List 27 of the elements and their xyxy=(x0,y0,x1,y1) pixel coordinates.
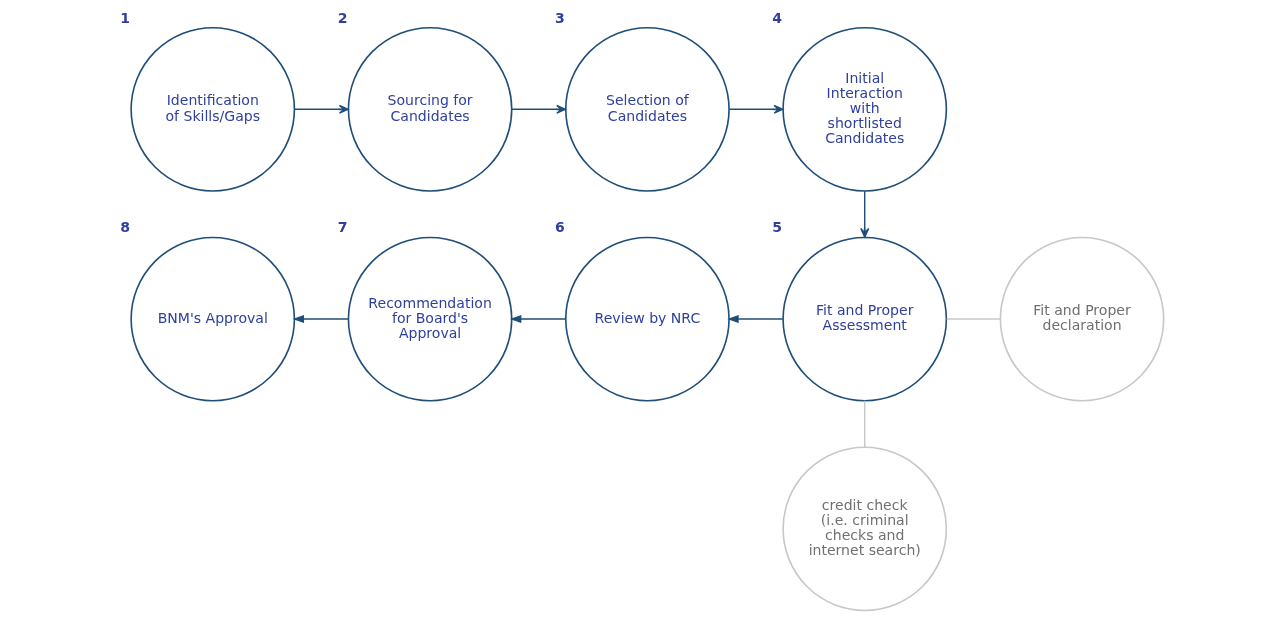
arrow xyxy=(726,315,783,324)
node-label: 2 xyxy=(337,9,347,26)
node-circle: Selection of Candidates xyxy=(564,26,730,192)
node-circle: Fit and Proper Assessment xyxy=(781,236,947,402)
arrow xyxy=(509,315,566,324)
arrow xyxy=(510,104,566,114)
node-circle: Fit and Proper declaration xyxy=(999,236,1164,402)
node-label: 1 xyxy=(119,9,130,26)
connector xyxy=(863,400,865,448)
node-label: 6 xyxy=(554,219,565,236)
node-circle: BNM's Approval xyxy=(129,236,295,402)
node-label: 7 xyxy=(337,219,347,236)
arrow xyxy=(293,104,349,114)
arrow xyxy=(859,190,869,238)
node-circle: Review by NRC xyxy=(564,236,730,402)
node-label: 5 xyxy=(771,219,782,236)
arrow xyxy=(728,104,783,114)
node-circle: Initial Interaction with shortlisted Candidates xyxy=(781,26,947,192)
node-circle: Sourcing for Candidates xyxy=(347,26,513,192)
node-circle: Identification of Skills/Gaps xyxy=(129,26,295,192)
node-label: 8 xyxy=(119,219,130,236)
node-label: 4 xyxy=(771,9,782,26)
arrow xyxy=(292,315,349,324)
node-label: 3 xyxy=(554,9,565,26)
node-circle: Recommendation for Board's Approval xyxy=(347,236,513,402)
connector xyxy=(945,318,1001,320)
node-circle: credit check (i.e. criminal checks and internet search) xyxy=(781,446,947,612)
